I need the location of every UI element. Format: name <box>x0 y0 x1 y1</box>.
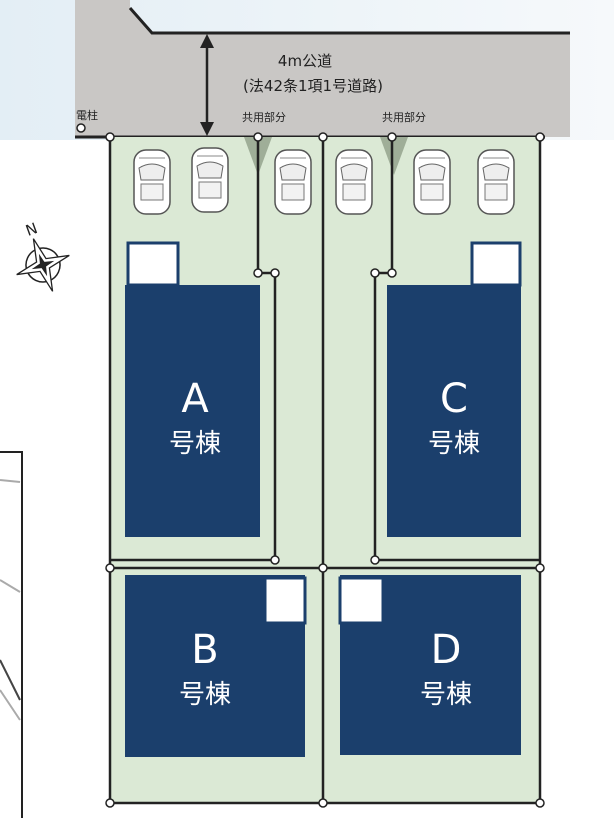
car-icon <box>191 147 229 213</box>
compass-north-label: N <box>23 219 40 240</box>
building-b[interactable]: B 号棟 <box>125 575 307 757</box>
car-icon <box>335 149 373 215</box>
building-b-suffix: 号棟 <box>179 680 231 710</box>
utility-pole-label: 電柱 <box>76 108 98 122</box>
car-icon <box>477 149 515 215</box>
shared-area-label-left: 共用部分 <box>242 110 286 124</box>
building-c-letter: C <box>440 376 468 422</box>
porch-b <box>263 576 307 625</box>
shared-area-label-right: 共用部分 <box>382 110 426 124</box>
road-width-arrow-icon <box>200 34 214 136</box>
building-a-letter: A <box>181 376 209 422</box>
porch-a <box>126 241 180 287</box>
building-b-letter: B <box>191 627 218 673</box>
car-icon <box>274 149 312 215</box>
car-icon <box>413 149 451 215</box>
porch-c <box>470 241 522 287</box>
road-title: 4m公道 <box>278 52 332 70</box>
boundary-markers <box>105 132 545 808</box>
building-c[interactable]: C 号棟 <box>387 241 522 537</box>
porch-d <box>338 576 385 625</box>
building-a-suffix: 号棟 <box>169 429 221 459</box>
building-d[interactable]: D 号棟 <box>338 575 521 755</box>
building-c-suffix: 号棟 <box>428 429 480 459</box>
car-icon <box>133 149 171 215</box>
building-d-suffix: 号棟 <box>420 680 472 710</box>
road-subtitle: (法42条1項1号道路) <box>243 77 383 95</box>
building-a[interactable]: A 号棟 <box>125 241 260 537</box>
neighbor-map-frame <box>0 451 23 818</box>
utility-pole-icon <box>76 123 86 133</box>
shared-area-right-marker <box>380 137 408 175</box>
building-d-letter: D <box>431 627 462 673</box>
road-edge-line <box>128 7 570 35</box>
compass-icon <box>16 238 70 292</box>
